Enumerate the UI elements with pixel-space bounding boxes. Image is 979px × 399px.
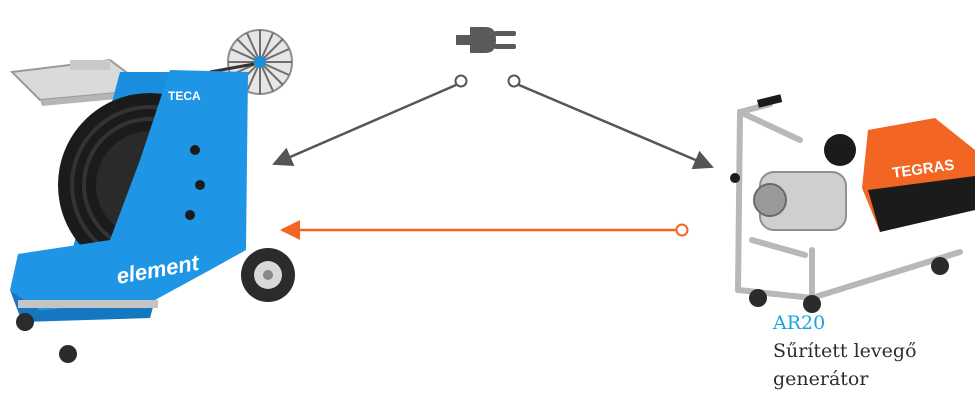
ar20-model-label: AR20	[773, 312, 826, 334]
right-machine-image: TEGRAS	[730, 94, 975, 313]
left-machine-image: TECA element	[9, 29, 295, 363]
left-brand-label: TECA	[168, 89, 201, 103]
power-line-right	[507, 74, 714, 170]
power-plug-icon	[456, 27, 516, 53]
ar20-description-line1: Sűrített levegő	[773, 340, 917, 362]
ar20-caption: AR20 Sűrített levegő generátor	[773, 309, 917, 393]
power-line-left	[272, 74, 468, 167]
ar20-description-line2: generátor	[773, 368, 869, 390]
air-line-arrow	[280, 220, 689, 240]
